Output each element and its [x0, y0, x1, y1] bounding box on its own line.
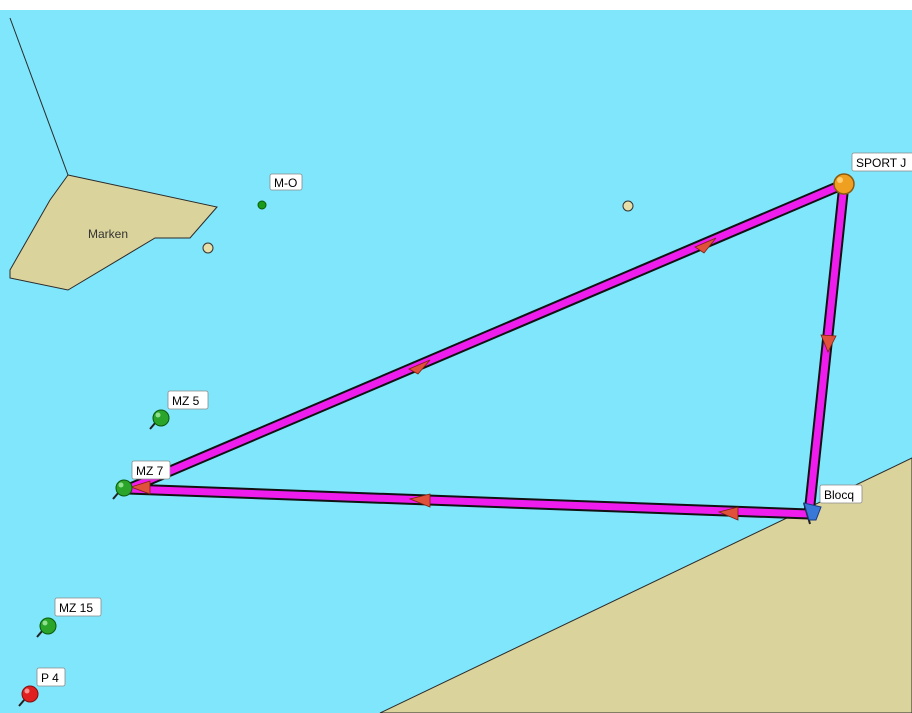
waypoint-p4-label: P 4	[41, 671, 59, 685]
waypoint-mz15-pin[interactable]	[36, 617, 57, 638]
waypoint-sport-j-marker[interactable]	[833, 173, 855, 195]
waypoint-mo-label-bg	[269, 173, 303, 191]
marker-highlight	[837, 177, 843, 183]
flag-icon[interactable]	[803, 502, 822, 525]
route-direction-arrow	[717, 506, 739, 521]
waypoint-blocq-label-bg	[819, 484, 863, 504]
buoy-marker[interactable]	[202, 242, 214, 254]
waypoint-mz5-label-bg	[167, 390, 209, 410]
waypoint-mz7-label-bg	[131, 460, 171, 480]
waypoint-mz15-label-bg	[54, 597, 102, 617]
waypoint-mz7-label: MZ 7	[136, 464, 164, 478]
waypoint-mz7-pin[interactable]	[112, 479, 133, 500]
route-direction-arrow	[408, 359, 431, 375]
land-label-marken: Marken	[88, 227, 128, 241]
waypoint-sport-j-label: SPORT J	[856, 156, 906, 170]
route-direction-arrow	[408, 493, 431, 508]
waypoint-blocq-label: Blocq	[824, 488, 854, 502]
waypoint-mz15-label: MZ 15	[59, 601, 93, 615]
waypoint-mz5-pin[interactable]	[149, 409, 170, 430]
waypoint-mo-marker[interactable]	[257, 200, 267, 210]
waypoint-p4-pin[interactable]	[18, 685, 39, 707]
land-southeast	[379, 457, 912, 713]
top-margin	[0, 0, 912, 10]
route-direction-arrow	[694, 237, 717, 254]
waypoint-mo-label: M-O	[274, 176, 297, 190]
waypoint-p4-label-bg	[36, 667, 66, 687]
waypoint-mz5-label: MZ 5	[172, 394, 200, 408]
land-marken	[9, 174, 218, 291]
coastline-line	[9, 17, 69, 176]
waypoint-sport-j-label-bg	[851, 152, 912, 172]
route-direction-arrow	[820, 334, 837, 353]
route-direction-arrow	[129, 480, 151, 495]
buoy-marker[interactable]	[622, 200, 634, 212]
